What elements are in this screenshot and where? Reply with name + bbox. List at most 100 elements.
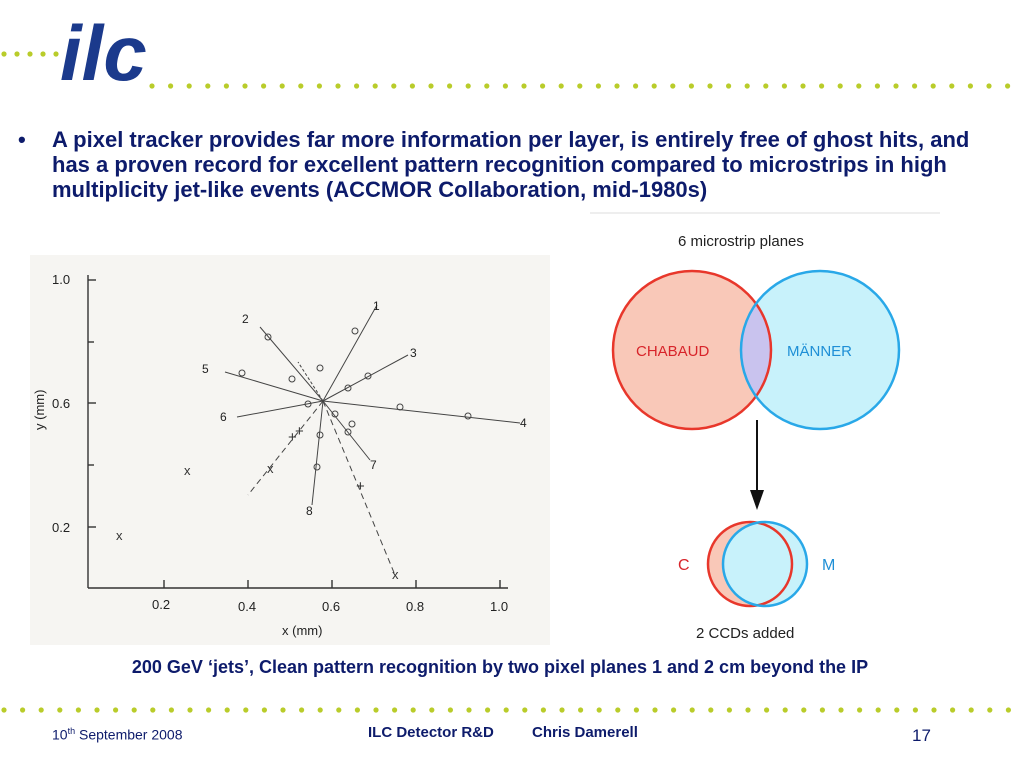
decorative-dot (931, 707, 937, 713)
plus-mark: + (295, 423, 304, 440)
y-tick-label: 0.2 (52, 520, 70, 535)
decorative-dot (53, 51, 59, 57)
decorative-dot (763, 83, 769, 89)
decorative-dot (781, 83, 788, 89)
decorative-dot (20, 707, 26, 713)
footer-author: Chris Damerell (532, 724, 638, 741)
decorative-dot (801, 707, 807, 713)
plus-mark: + (288, 429, 297, 446)
decorative-dot (261, 707, 267, 713)
track-label: 7 (370, 458, 377, 472)
decorative-dot (596, 707, 602, 713)
decorative-dot (670, 83, 676, 89)
x-axis-label: x (mm) (282, 623, 322, 638)
decorative-dot (40, 51, 46, 57)
decorative-dot (688, 83, 695, 89)
decorative-dot (968, 707, 974, 713)
x-tick-label: 0.4 (238, 599, 256, 614)
venn-bottom-title: 2 CCDs added (696, 625, 794, 642)
decorative-dot (838, 707, 844, 713)
decorative-dot (336, 707, 342, 713)
decorative-dot (299, 707, 305, 713)
decorative-dot (1005, 707, 1012, 713)
decorative-dot (1005, 83, 1011, 89)
page-number: 17 (912, 726, 931, 745)
decorative-dot (372, 83, 378, 89)
decorative-dot (354, 707, 360, 713)
decorative-dot (186, 83, 192, 89)
decorative-dot (577, 83, 583, 89)
x-tick-label: 1.0 (490, 599, 508, 614)
decorative-dot (726, 83, 732, 89)
c-label: C (678, 557, 690, 574)
track-label: 3 (410, 346, 417, 360)
decorative-dot (894, 707, 900, 713)
decorative-dot (502, 83, 508, 89)
decorative-dot (745, 707, 751, 713)
decorative-dot (391, 83, 397, 89)
decorative-dot (75, 707, 81, 713)
cross-mark: x (184, 463, 191, 478)
decorative-dot (466, 707, 472, 713)
decorative-dot (744, 83, 750, 89)
footer-date-rest: September 2008 (75, 726, 183, 743)
decorative-dot (429, 707, 435, 713)
decorative-dot (242, 83, 248, 89)
decorative-dot (912, 707, 919, 713)
track-label: 6 (220, 410, 227, 424)
decorative-dot (316, 83, 322, 89)
decorative-dot (94, 707, 100, 713)
decorative-dot (280, 707, 286, 713)
decorative-dot (503, 707, 509, 713)
decorative-dot (819, 83, 825, 89)
decorative-dot (800, 83, 806, 89)
decorative-dot (428, 83, 434, 89)
manner-circle-outline (739, 269, 901, 431)
logo-text: ilc (60, 12, 147, 92)
decorative-dot (986, 83, 992, 89)
bullet-mark: • (18, 127, 26, 152)
cross-mark: x (392, 567, 399, 582)
decorative-dot (279, 83, 285, 89)
decorative-dot (522, 707, 528, 713)
track-label: 5 (202, 362, 209, 376)
decorative-dot (484, 83, 490, 89)
decorative-dot (261, 83, 267, 89)
decorative-dot (14, 51, 20, 57)
cross-mark: x (267, 461, 274, 476)
decorative-dot (930, 83, 936, 89)
decorative-dot (168, 707, 174, 713)
chabaud-label: CHABAUD (636, 343, 710, 360)
chabaud-circle-outline (611, 269, 773, 431)
track-reconstruction-plot: 1.0 0.6 0.2 0.2 0.4 0.6 0.8 1.0 x (mm) y… (30, 255, 550, 645)
decorative-dot (1, 51, 7, 57)
decorative-dot (559, 707, 565, 713)
decorative-dot (447, 83, 453, 89)
decorative-dot (558, 83, 564, 89)
footer-date: 10th September 2008 (52, 726, 183, 743)
decorative-dot (27, 51, 33, 57)
decorative-dot (764, 707, 770, 713)
bullet-point: • A pixel tracker provides far more info… (18, 127, 1008, 202)
decorative-dot (651, 83, 657, 89)
decorative-dot (893, 83, 899, 89)
decorative-dot (912, 83, 918, 89)
ilc-logo: ilc (60, 12, 147, 92)
bullet-text: A pixel tracker provides far more inform… (52, 127, 970, 202)
plus-mark: + (356, 478, 365, 495)
y-axis-label: y (mm) (32, 390, 47, 430)
track-label: 1 (373, 299, 380, 313)
decorative-dot (224, 707, 230, 713)
figure-caption: 200 GeV ‘jets’, Clean pattern recognitio… (131, 657, 869, 677)
decorative-dot (652, 707, 658, 713)
decorative-dot (967, 83, 974, 89)
manner-circle (741, 271, 899, 429)
decorative-dot (485, 707, 491, 713)
arrow-head (750, 490, 764, 510)
decorative-dot (298, 83, 304, 89)
decorative-dot (465, 83, 471, 89)
decorative-dot (1, 707, 7, 713)
track-label: 8 (306, 504, 313, 518)
footer-date-suffix: th (67, 726, 76, 736)
footer-date-day: 10 (52, 726, 68, 743)
